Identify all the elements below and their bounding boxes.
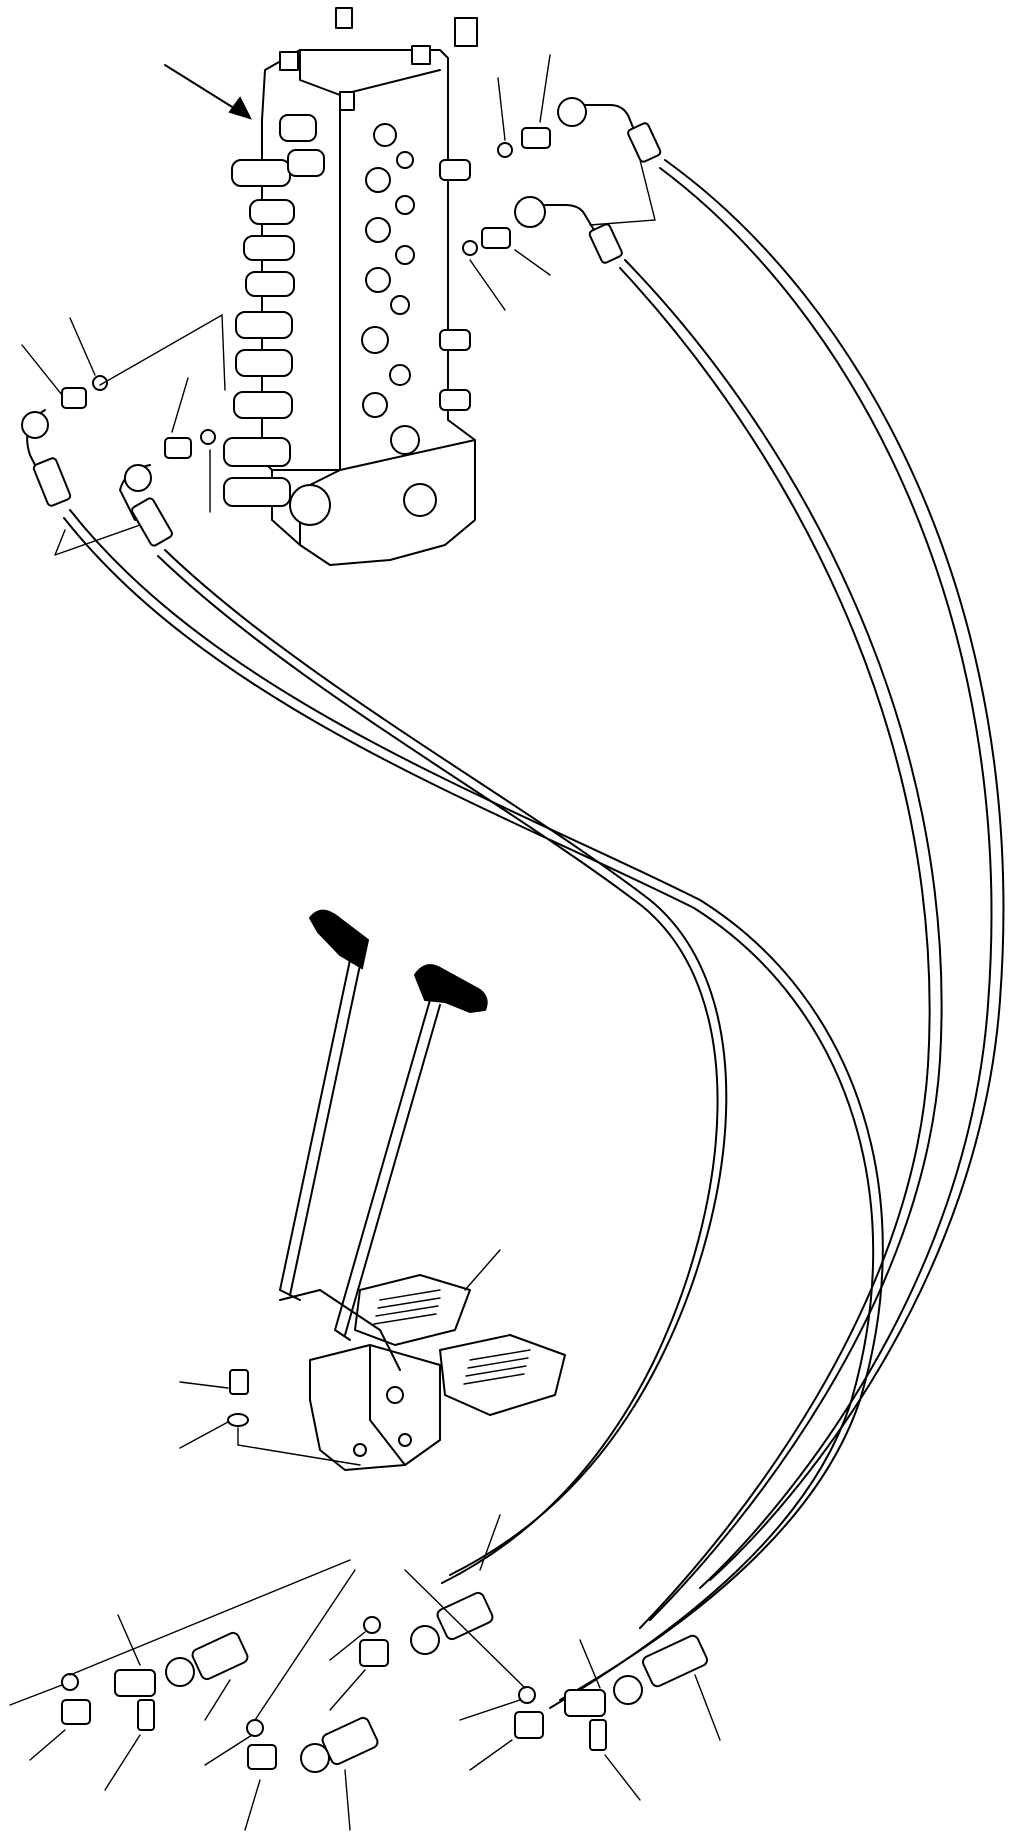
- control-valve-block: [164, 7, 478, 566]
- valve-ports: [289, 123, 437, 526]
- upper-left-fittings: [21, 313, 226, 556]
- upper-right-fittings: [462, 54, 662, 311]
- travel-control-lever-left: [279, 909, 370, 1301]
- pilot-hose-group: [63, 159, 1005, 1709]
- travel-pedal-right: [439, 1334, 566, 1416]
- travel-pedal-left: [354, 1274, 471, 1346]
- lower-fittings: [9, 1514, 721, 1831]
- travel-control-lever-right: [334, 964, 488, 1341]
- valve-spools: [223, 114, 325, 507]
- pilot-valve-body: [179, 1249, 501, 1471]
